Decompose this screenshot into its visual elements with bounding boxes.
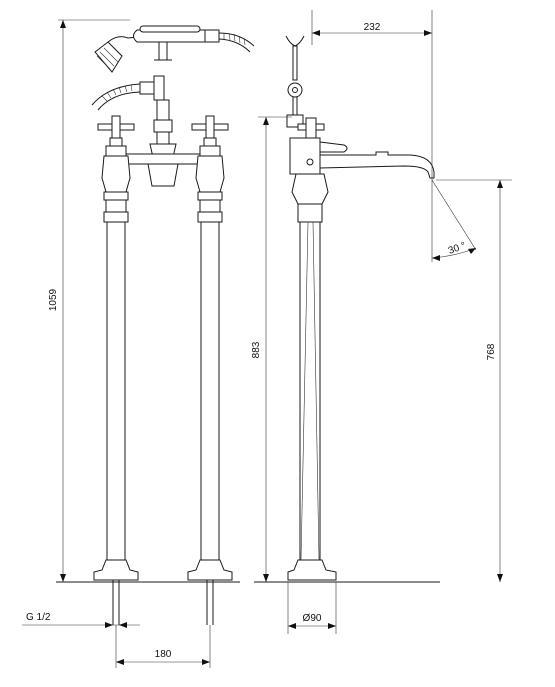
left-pillar xyxy=(93,115,139,625)
dim-spout-reach: 232 xyxy=(364,22,381,33)
dim-base-diameter: Ø90 xyxy=(303,613,322,624)
diverter-valve xyxy=(119,99,207,187)
dim-spout-angle: 30 ° xyxy=(447,240,468,256)
side-view xyxy=(254,35,440,583)
front-view xyxy=(56,25,255,625)
shower-handset xyxy=(94,25,255,73)
dim-handle-height: 883 xyxy=(251,341,262,358)
dim-spout-height: 768 xyxy=(486,343,497,360)
dimension-lines xyxy=(22,10,512,668)
shower-hose xyxy=(91,75,165,111)
dim-pipe-spacing: 180 xyxy=(155,649,172,660)
dim-pipe-thread: G 1/2 xyxy=(26,612,51,623)
right-pillar xyxy=(187,115,233,625)
dim-overall-height: 1059 xyxy=(48,288,59,311)
